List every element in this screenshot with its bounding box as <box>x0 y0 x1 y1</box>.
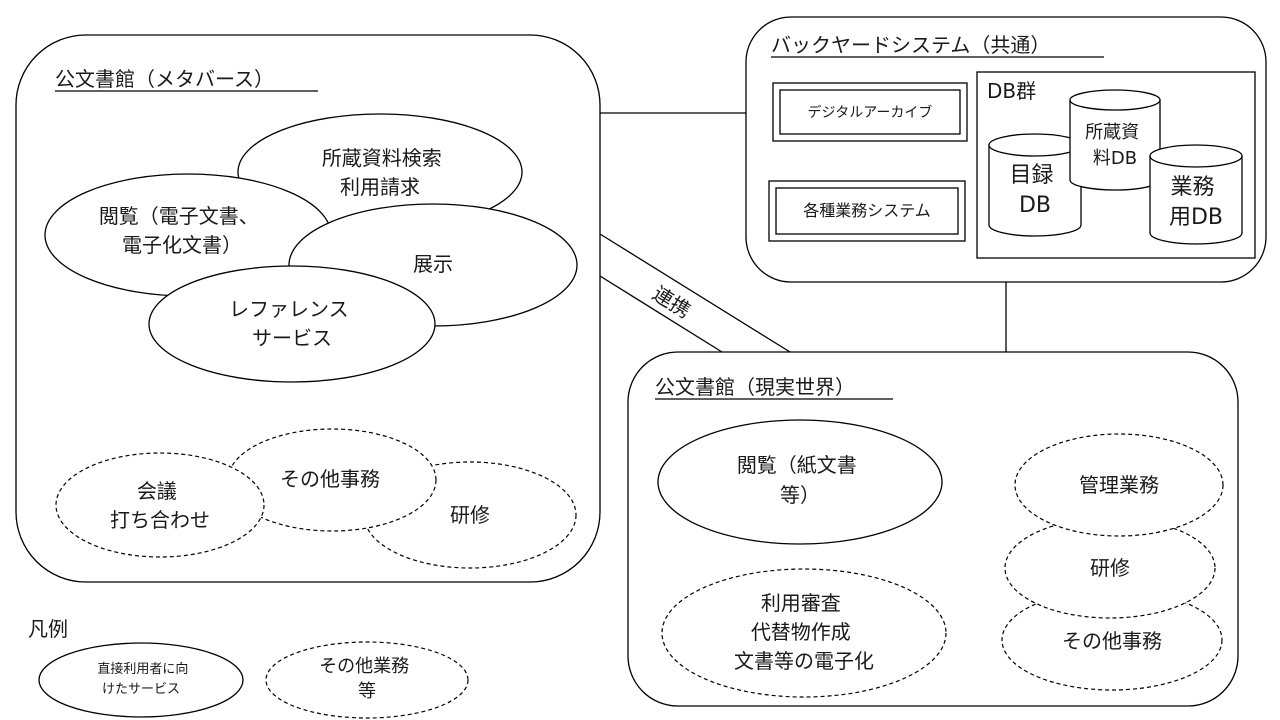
db-group-title: DB群 <box>987 79 1036 103</box>
db-catalog-label: 目録 DB <box>1009 163 1060 218</box>
other-training-metaverse-label: 研修 <box>450 503 490 527</box>
db-holdings-label: 所蔵資 料DB <box>1085 122 1145 169</box>
other-meeting <box>55 452 265 558</box>
service-reference <box>148 265 436 383</box>
other-office-work-real-label: その他事務 <box>1062 629 1162 653</box>
legend-direct-service <box>38 642 244 718</box>
other-meeting-label: 会議 打ち合わせ <box>110 479 210 532</box>
metaverse-title: 公文書館（メタバース） <box>55 67 274 91</box>
other-management <box>1014 433 1224 537</box>
link-band-upper <box>599 233 791 353</box>
other-office-work-metaverse-label: その他事務 <box>280 467 380 491</box>
service-browse-paper-label: 閲覧（紙文書 等） <box>737 453 863 507</box>
db-catalog-cylinder <box>988 133 1082 237</box>
legend-other-work <box>265 641 469 719</box>
service-exhibition-label: 展示 <box>413 252 453 276</box>
other-review-digitization <box>661 568 947 698</box>
other-office-work-metaverse <box>227 428 437 532</box>
backyard-title: バックヤードシステム（共通） <box>771 33 1050 57</box>
service-reference-label: レファレンス サービス <box>229 297 355 350</box>
db-business-cylinder <box>1149 144 1243 245</box>
digital-archive-outer <box>772 82 968 142</box>
real-world-title: 公文書館（現実世界） <box>655 375 855 399</box>
other-management-label: 管理業務 <box>1079 473 1159 497</box>
link-band-lower <box>599 275 723 353</box>
other-review-digitization-label: 利用審査 代替物作成 文書等の電子化 <box>734 591 874 673</box>
business-systems-outer <box>768 180 966 242</box>
digital-archive-inner <box>779 89 961 135</box>
db-group-box <box>976 71 1256 259</box>
service-browse-electronic-label: 閲覧（電子文書、 電子化文書） <box>99 204 265 257</box>
digital-archive-label: デジタルアーカイブ <box>808 104 933 121</box>
legend-title: 凡例 <box>28 617 68 641</box>
db-business-label: 業務 用DB <box>1169 175 1223 230</box>
link-label: 連携 <box>648 281 695 323</box>
service-browse-paper <box>657 419 943 545</box>
legend-other-work-label: その他業務 等 <box>319 656 415 702</box>
legend-direct-service-label: 直接利用者に向 けたサービス <box>97 661 192 697</box>
other-office-work-real <box>1001 589 1223 691</box>
business-systems-label: 各種業務システム <box>803 201 931 220</box>
other-training-real-label: 研修 <box>1090 556 1130 580</box>
service-search-request-label: 所蔵資料検索 利用請求 <box>322 146 448 199</box>
other-training-real <box>1004 517 1216 619</box>
business-systems-inner <box>775 187 959 235</box>
